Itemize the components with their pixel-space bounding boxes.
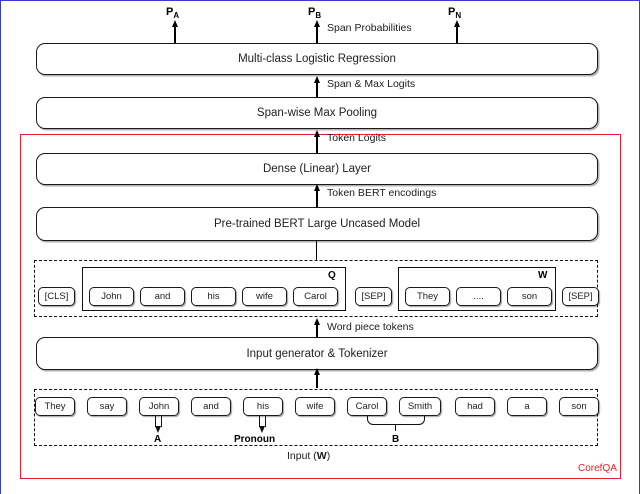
input-token-8: had: [455, 397, 495, 416]
input-caption-symbol: W: [316, 450, 327, 462]
input-token-3: and: [191, 397, 231, 416]
input-token-5: wife: [295, 397, 335, 416]
wordpiece-token-w-1: ....: [456, 287, 501, 306]
stage-logistic-regression-label: Multi-class Logistic Regression: [238, 53, 396, 65]
arrow-token-logits: [316, 135, 318, 155]
input-row-container: [34, 389, 598, 446]
wordpiece-token-q-3: wife: [242, 287, 287, 306]
wordpiece-token-q-4: Carol: [293, 287, 338, 306]
arrow-input-to-tokenizer: [316, 373, 318, 388]
stage-input-tokenizer-label: Input generator & Tokenizer: [246, 347, 388, 360]
flow-label-span-max-logits: Span & Max Logits: [327, 78, 416, 90]
stage-input-tokenizer: Input generator & Tokenizer: [36, 337, 598, 370]
flow-label-word-piece-tokens: Word piece tokens: [327, 321, 414, 333]
pronoun-label: Pronoun: [234, 434, 276, 445]
output-label-pn: PN: [448, 6, 462, 21]
stage-bert-model: Pre-trained BERT Large Uncased Model: [36, 207, 598, 241]
wordpiece-token-w-0: They: [405, 287, 450, 306]
output-label-pa: PA: [166, 6, 180, 21]
input-caption-prefix: Input (: [287, 450, 317, 462]
input-token-9: a: [507, 397, 547, 416]
arrow-to-pn: [456, 25, 458, 43]
mention-a-pointer-icon: [155, 416, 162, 434]
input-caption-suffix: ): [326, 450, 331, 462]
arrow-to-pb: [316, 25, 318, 43]
stage-dense-layer: Dense (Linear) Layer: [36, 153, 598, 185]
wordpiece-token-w-2: son: [507, 287, 552, 306]
pronoun-pointer-icon: [259, 416, 266, 434]
stage-bert-model-label: Pre-trained BERT Large Uncased Model: [213, 218, 421, 230]
mention-b-brace-stem-icon: [395, 424, 397, 431]
corefqa-region-outline: [20, 134, 621, 479]
wordpiece-token-cls: [CLS]: [38, 287, 75, 306]
input-token-4: his: [243, 397, 283, 416]
output-label-pb: PB: [308, 6, 322, 21]
flow-label-token-bert-encodings: Token BERT encodings: [327, 187, 437, 199]
wordpiece-token-sep-first: [SEP]: [355, 287, 392, 306]
stage-max-pooling-label: Span-wise Max Pooling: [256, 107, 378, 119]
input-token-0: They: [35, 397, 75, 416]
flow-label-span-probabilities: Span Probabilities: [327, 22, 412, 34]
mention-a-label: A: [154, 434, 162, 445]
input-token-6: Carol: [347, 397, 387, 416]
arrow-word-piece-tokens: [316, 323, 318, 339]
arrow-token-bert-encodings: [316, 189, 318, 207]
wordpiece-query-group: [82, 267, 346, 311]
wordpiece-query-group-tag: Q: [328, 270, 336, 281]
wordpiece-token-sep-last: [SEP]: [562, 287, 599, 306]
input-caption: Input (W): [287, 450, 330, 462]
input-token-10: son: [559, 397, 599, 416]
flow-label-token-logits: Token Logits: [327, 132, 386, 144]
mention-b-label: B: [392, 434, 400, 445]
wordpiece-context-group-tag: W: [538, 270, 548, 281]
input-token-2: John: [139, 397, 179, 416]
wordpiece-token-q-2: his: [191, 287, 236, 306]
wordpiece-context-group: [398, 267, 556, 311]
stage-logistic-regression: Multi-class Logistic Regression: [36, 43, 598, 75]
line-wordpiece-to-bert: [316, 241, 318, 260]
stage-max-pooling: Span-wise Max Pooling: [36, 97, 598, 129]
wordpiece-token-q-0: John: [89, 287, 134, 306]
arrow-to-pa: [174, 25, 176, 43]
input-token-7: Smith: [399, 397, 441, 416]
corefqa-region-tag: CorefQA: [578, 463, 617, 474]
arrow-span-max-logits: [316, 81, 318, 99]
wordpiece-token-q-1: and: [140, 287, 185, 306]
input-token-1: say: [87, 397, 127, 416]
stage-dense-layer-label: Dense (Linear) Layer: [262, 163, 372, 175]
